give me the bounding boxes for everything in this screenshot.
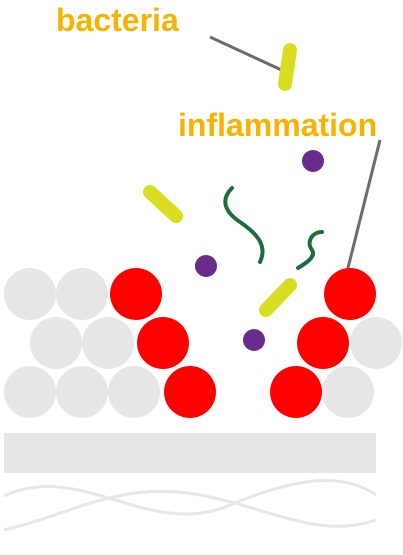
healthy-cell	[350, 317, 402, 369]
particle	[302, 150, 324, 172]
healthy-cell	[108, 366, 160, 418]
inflamed-cell	[137, 317, 189, 369]
healthy-cell	[82, 317, 134, 369]
healthy-cell	[30, 317, 82, 369]
inflamed-cell	[110, 268, 162, 320]
bacteria-leader-line	[209, 35, 289, 75]
inflamed-cell	[164, 366, 216, 418]
inflammation-leader-line	[340, 139, 382, 293]
bacterium	[278, 43, 297, 91]
healthy-cell-cluster-left	[4, 268, 160, 418]
particle	[243, 329, 265, 351]
inflamed-cell	[297, 317, 349, 369]
healthy-cell	[56, 268, 108, 320]
tissue-fiber	[3, 479, 377, 516]
strand	[223, 186, 265, 264]
bacteria-label: bacteria	[56, 2, 179, 38]
healthy-cell	[322, 366, 374, 418]
healthy-cell-cluster-right	[322, 317, 402, 418]
healthy-cell	[4, 268, 56, 320]
inflamed-cell	[270, 366, 322, 418]
basement-membrane	[4, 433, 376, 473]
bacterium	[259, 278, 297, 317]
healthy-cell	[4, 366, 56, 418]
inflamed-cell-group	[110, 268, 376, 418]
inflamed-cell	[324, 268, 376, 320]
particle	[195, 255, 217, 277]
bacterium	[143, 185, 183, 223]
healthy-cell	[56, 366, 108, 418]
inflammation-label: inflammation	[178, 107, 377, 143]
strand	[296, 230, 324, 270]
tissue-fiber	[3, 489, 377, 532]
